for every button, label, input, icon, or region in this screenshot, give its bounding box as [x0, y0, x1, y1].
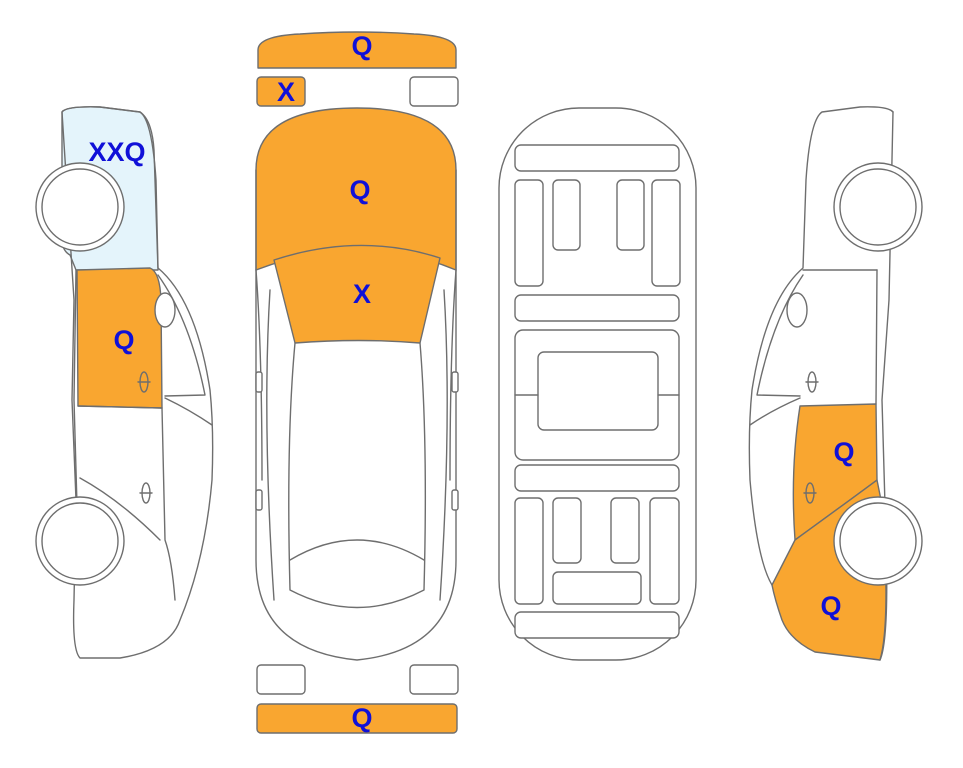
front-bumper-panel[interactable] [257, 31, 457, 69]
right-front-wheel [833, 162, 923, 252]
right-rear-quarter-label: Q [820, 591, 841, 621]
hood-label: Q [349, 175, 370, 205]
right-rear-door-label: Q [833, 437, 854, 467]
right-side-view: Q Q [748, 106, 923, 661]
rear-bumper-panel[interactable] [256, 703, 458, 734]
front-left-light-panel[interactable] [256, 76, 306, 107]
left-rear-wheel [35, 496, 125, 586]
rear-right-light-panel[interactable] [409, 664, 459, 695]
windshield-panel[interactable] [273, 244, 441, 344]
left-front-door-panel[interactable] [76, 267, 163, 409]
left-side-view: XXQ Q [35, 106, 214, 659]
front-right-light-panel[interactable] [409, 76, 459, 107]
rear-left-light-panel[interactable] [256, 664, 306, 695]
right-rear-wheel [833, 496, 923, 586]
front-left-light-label: X [277, 77, 295, 107]
windshield-label: X [353, 279, 371, 309]
left-front-wheel [35, 162, 125, 252]
left-front-fender-label: XXQ [88, 137, 145, 167]
top-view: Q X Q X Q [255, 31, 459, 734]
rear-bumper-label: Q [351, 703, 372, 733]
underbody-view [498, 107, 697, 661]
front-bumper-label: Q [351, 31, 372, 61]
left-front-door-label: Q [113, 325, 134, 355]
